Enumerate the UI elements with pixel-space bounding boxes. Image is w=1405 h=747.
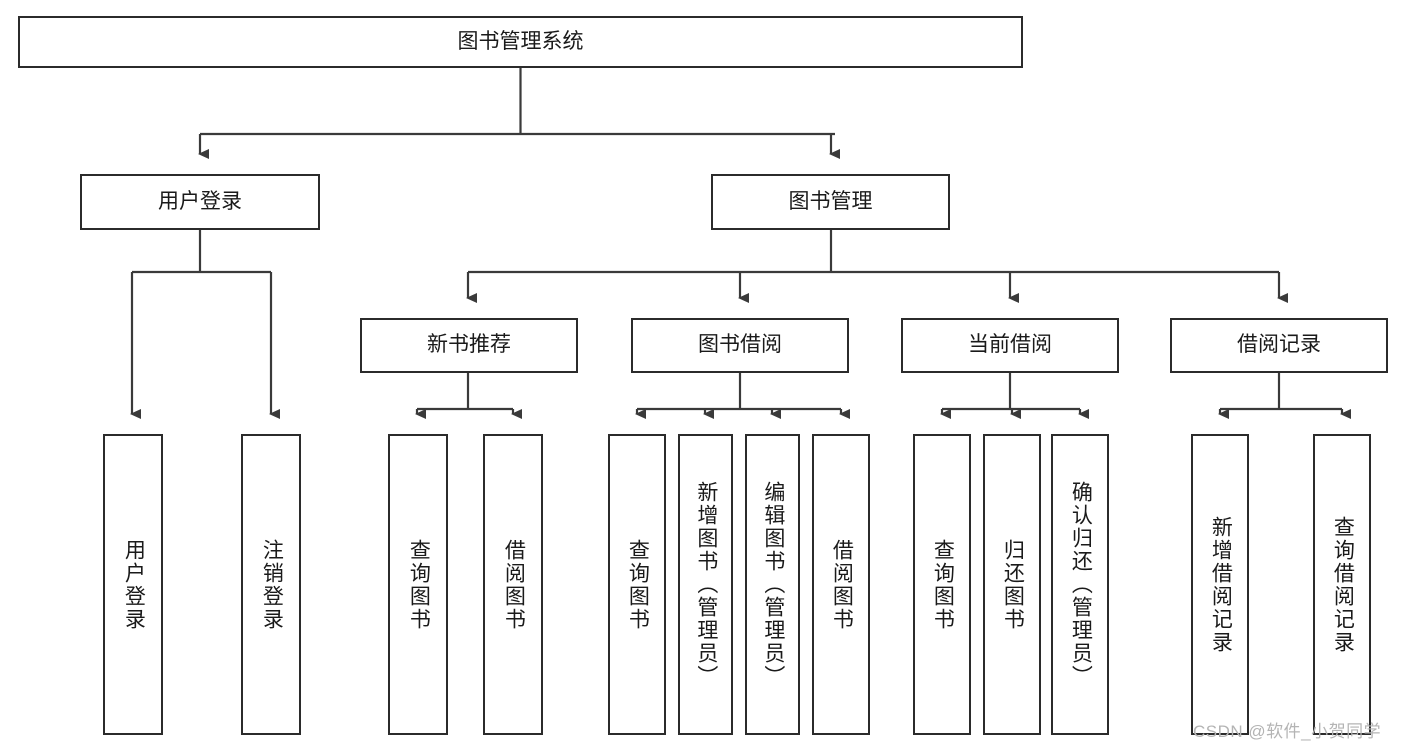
node-leaf-query-borrow-record-label: 查询借阅记录 bbox=[1331, 515, 1355, 654]
node-leaf-user-login[interactable]: 用户登录 bbox=[103, 434, 163, 735]
node-leaf-user-logout[interactable]: 注销登录 bbox=[241, 434, 301, 735]
node-root[interactable]: 图书管理系统 bbox=[18, 16, 1023, 68]
node-book-borrow-label: 图书借阅 bbox=[698, 333, 782, 357]
node-leaf-confirm-return-admin-label: 确认归还（管理员） bbox=[1069, 481, 1093, 688]
node-leaf-query-book-current[interactable]: 查询图书 bbox=[913, 434, 971, 735]
node-book-manage[interactable]: 图书管理 bbox=[711, 174, 950, 230]
node-leaf-query-book-borrow[interactable]: 查询图书 bbox=[608, 434, 666, 735]
node-leaf-query-book-borrow-label: 查询图书 bbox=[626, 538, 650, 631]
node-leaf-edit-book-admin[interactable]: 编辑图书（管理员） bbox=[745, 434, 800, 735]
node-leaf-return-book-label: 归还图书 bbox=[1001, 538, 1025, 631]
node-leaf-edit-book-admin-label: 编辑图书（管理员） bbox=[761, 481, 785, 688]
node-leaf-query-book-current-label: 查询图书 bbox=[931, 538, 955, 631]
node-leaf-return-book[interactable]: 归还图书 bbox=[983, 434, 1041, 735]
node-leaf-borrow-book-rec-label: 借阅图书 bbox=[502, 538, 526, 631]
node-current-borrow-label: 当前借阅 bbox=[968, 333, 1052, 357]
watermark-text: CSDN @软件_小贺同学 bbox=[1193, 722, 1382, 741]
node-borrow-record[interactable]: 借阅记录 bbox=[1170, 318, 1388, 373]
node-leaf-add-book-admin[interactable]: 新增图书（管理员） bbox=[678, 434, 733, 735]
node-current-borrow[interactable]: 当前借阅 bbox=[901, 318, 1119, 373]
node-root-label: 图书管理系统 bbox=[457, 29, 584, 53]
node-leaf-borrow-book-label: 借阅图书 bbox=[830, 538, 854, 631]
node-leaf-borrow-book[interactable]: 借阅图书 bbox=[812, 434, 870, 735]
node-leaf-add-book-admin-label: 新增图书（管理员） bbox=[694, 481, 718, 688]
node-leaf-query-book-rec[interactable]: 查询图书 bbox=[388, 434, 448, 735]
node-leaf-user-logout-label: 注销登录 bbox=[260, 538, 284, 631]
node-leaf-add-borrow-record-label: 新增借阅记录 bbox=[1209, 515, 1233, 654]
node-user-login[interactable]: 用户登录 bbox=[80, 174, 320, 230]
node-leaf-borrow-book-rec[interactable]: 借阅图书 bbox=[483, 434, 543, 735]
node-book-manage-label: 图书管理 bbox=[788, 189, 873, 213]
node-borrow-record-label: 借阅记录 bbox=[1237, 333, 1321, 357]
node-user-login-label: 用户登录 bbox=[158, 189, 242, 213]
node-new-book-rec-label: 新书推荐 bbox=[427, 333, 511, 357]
node-new-book-rec[interactable]: 新书推荐 bbox=[360, 318, 578, 373]
node-leaf-query-book-rec-label: 查询图书 bbox=[407, 538, 431, 631]
node-leaf-query-borrow-record[interactable]: 查询借阅记录 bbox=[1313, 434, 1371, 735]
node-leaf-user-login-label: 用户登录 bbox=[122, 538, 146, 631]
node-leaf-add-borrow-record[interactable]: 新增借阅记录 bbox=[1191, 434, 1249, 735]
node-leaf-confirm-return-admin[interactable]: 确认归还（管理员） bbox=[1051, 434, 1109, 735]
node-book-borrow[interactable]: 图书借阅 bbox=[631, 318, 849, 373]
